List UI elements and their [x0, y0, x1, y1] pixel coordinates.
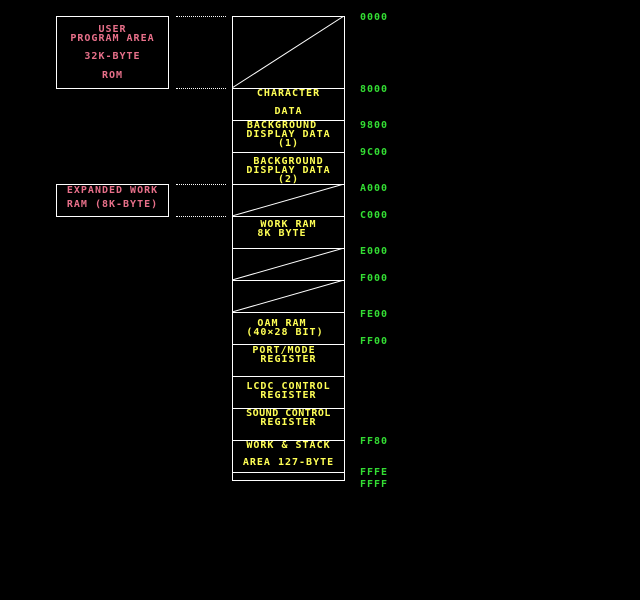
divider-sound	[232, 408, 345, 409]
port-mode-label-1: PORT/MODE	[252, 345, 316, 356]
address-0000: 0000	[360, 12, 389, 23]
divider-8000	[232, 88, 345, 89]
connector-8000	[176, 88, 226, 89]
divider-f000	[232, 280, 345, 281]
divider-9800	[232, 120, 345, 121]
work-stack-label-1: WORK & STACK	[246, 440, 331, 451]
connector-c000	[176, 216, 226, 217]
user-program-label-2: PROGRAM AREA	[70, 33, 155, 44]
expanded-ram-diagonal	[232, 184, 345, 217]
expanded-work-label-1: EXPANDED WORK	[66, 185, 159, 196]
address-a000: A000	[360, 183, 389, 194]
address-fffe: FFFE	[360, 467, 389, 478]
address-c000: C000	[360, 210, 389, 221]
divider-e000	[232, 248, 345, 249]
divider-fe00	[232, 312, 345, 313]
bg2-label-3: (2)	[277, 174, 300, 185]
bg1-label-1: BACKGROUND	[246, 120, 318, 131]
divider-ff80	[232, 440, 345, 441]
lcdc-label-2: REGISTER	[260, 390, 317, 401]
oam-ram-label-2: (40×28 BIT)	[246, 327, 324, 338]
divider-a000	[232, 184, 345, 185]
address-ff00: FF00	[360, 336, 389, 347]
user-program-label-1: USER	[98, 24, 127, 35]
address-e000: E000	[360, 246, 389, 257]
address-9c00: 9C00	[360, 147, 389, 158]
address-9800: 9800	[360, 120, 389, 131]
connector-0000	[176, 16, 226, 17]
user-program-label-4: ROM	[101, 70, 124, 81]
character-label-2: DATA	[274, 106, 303, 117]
divider-fffe	[232, 472, 345, 473]
divider-lcdc	[232, 376, 345, 377]
connector-a000	[176, 184, 226, 185]
bg2-label-2: DISPLAY DATA	[246, 165, 331, 176]
bg1-label-3: (1)	[277, 138, 300, 149]
expanded-work-label-2: RAM (8K-BYTE)	[66, 199, 159, 210]
unused-area-diagonal	[232, 280, 345, 313]
divider-c000	[232, 216, 345, 217]
bg2-label-1: BACKGROUND	[253, 156, 324, 167]
expanded-work-ram-box	[56, 184, 169, 217]
work-stack-label-2: AREA 127-BYTE	[242, 457, 335, 468]
address-ff80: FF80	[360, 436, 389, 447]
lcdc-label-1: LCDC CONTROL	[246, 381, 331, 392]
port-mode-label-2: REGISTER	[260, 354, 317, 365]
character-label-1: CHARACTER	[256, 88, 321, 99]
rom-area-diagonal	[232, 16, 345, 89]
user-program-area-box	[56, 16, 169, 89]
work-ram-label-2: 8K BYTE	[257, 228, 307, 239]
work-ram-label-1: WORK RAM	[260, 219, 317, 230]
sound-label-1: SOUND CONTROL	[246, 408, 331, 419]
oam-ram-label-1: OAM RAM	[257, 318, 307, 329]
address-fe00: FE00	[360, 309, 389, 320]
user-program-label-3: 32K-BYTE	[84, 51, 141, 62]
divider-9c00	[232, 152, 345, 153]
divider-ff00	[232, 344, 345, 345]
sound-label-2: REGISTER	[260, 417, 317, 428]
bg1-label-2: DISPLAY DATA	[246, 129, 331, 140]
address-8000: 8000	[360, 84, 389, 95]
address-ffff: FFFF	[360, 479, 389, 490]
address-f000: F000	[360, 273, 389, 284]
echo-area-diagonal	[232, 248, 345, 281]
